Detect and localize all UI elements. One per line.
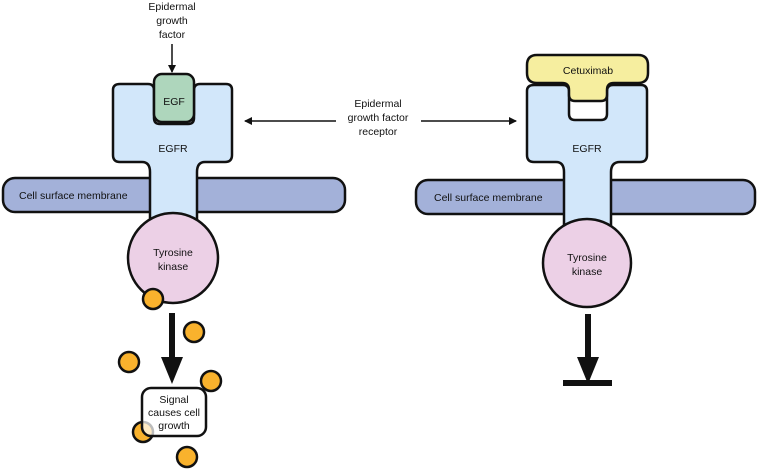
left-egfr-receptor <box>111 82 234 224</box>
left-tyrosine-kinase <box>126 211 220 305</box>
right-kinase-label-line-1: Tyrosine <box>567 252 607 264</box>
receptor-caption-line-1: Epidermal <box>354 98 401 110</box>
right-panel: Cell surface membrane EGFR Cetuximab Tyr… <box>414 53 757 386</box>
cetuximab-label: Cetuximab <box>563 65 613 77</box>
receptor-caption-line-3: receptor <box>359 126 398 138</box>
signal-molecule-dot <box>182 320 206 344</box>
left-kinase-label-line-1: Tyrosine <box>153 247 193 259</box>
receptor-caption-line-2: growth factor <box>348 112 409 124</box>
right-egfr-receptor <box>525 83 649 230</box>
right-membrane-label: Cell surface membrane <box>434 192 543 204</box>
signal-outcome-box <box>140 386 208 438</box>
outcome-label-line-3: growth <box>158 420 190 432</box>
egf-label: EGF <box>163 96 185 108</box>
right-tyrosine-kinase <box>541 217 633 309</box>
signal-arrow-head <box>161 357 183 384</box>
egf-caption-line-3: factor <box>159 29 186 41</box>
left-membrane-label: Cell surface membrane <box>19 190 128 202</box>
right-egfr-label: EGFR <box>572 143 602 155</box>
egf-ligand <box>152 72 196 124</box>
signal-molecule-dot <box>199 369 223 393</box>
cetuximab-antibody <box>525 53 650 103</box>
egf-caption-line-1: Epidermal <box>148 1 195 13</box>
signal-molecule-dot <box>117 350 141 374</box>
outcome-label-line-1: Signal <box>159 394 188 406</box>
left-panel: Epidermal growth factor Cell surface mem… <box>1 1 347 469</box>
egf-caption-line-2: growth <box>156 15 188 27</box>
right-kinase-label-line-2: kinase <box>572 266 603 278</box>
left-egfr-label: EGFR <box>158 143 188 155</box>
center-caption: Epidermal growth factor receptor <box>244 98 517 138</box>
outcome-label-line-2: causes cell <box>148 407 200 419</box>
signal-molecule-dot <box>141 287 165 311</box>
inhibition-bar <box>563 380 612 386</box>
blocked-arrow-head <box>577 357 599 384</box>
left-kinase-label-line-2: kinase <box>158 261 189 273</box>
signal-molecule-dot <box>175 445 199 469</box>
